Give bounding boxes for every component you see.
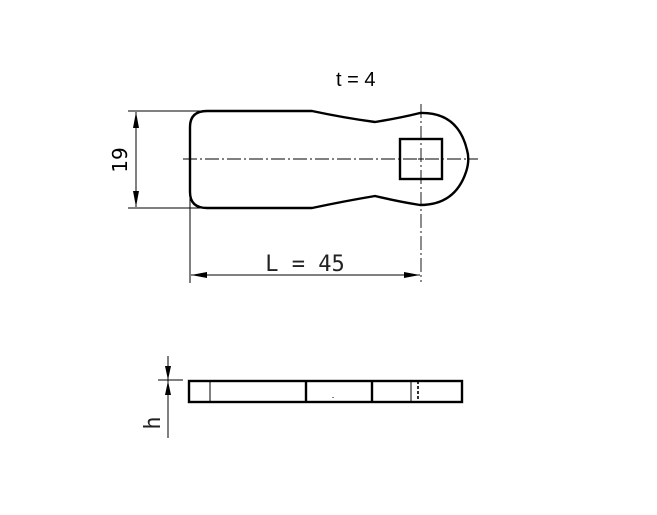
- arrow-down-icon: [165, 366, 171, 380]
- height-dimension: 19: [108, 110, 205, 209]
- arrow-right-icon: [404, 272, 420, 278]
- arrow-up-icon: [133, 112, 139, 128]
- arrow-down-icon: [133, 191, 139, 207]
- part-outline: [188, 109, 470, 210]
- length-dimension-value: L = 45: [265, 252, 344, 277]
- side-view-outline: [187, 379, 464, 404]
- thickness-dimension-label: h: [141, 416, 166, 429]
- side-view: [187, 379, 464, 404]
- height-dimension-value: 19: [108, 147, 132, 172]
- thickness-dimension: h: [141, 356, 183, 438]
- top-view: [183, 104, 478, 282]
- length-dimension: L = 45: [189, 192, 420, 283]
- thickness-note: t = 4: [336, 69, 375, 91]
- arrow-left-icon: [191, 272, 207, 278]
- arrow-up-icon: [165, 381, 171, 395]
